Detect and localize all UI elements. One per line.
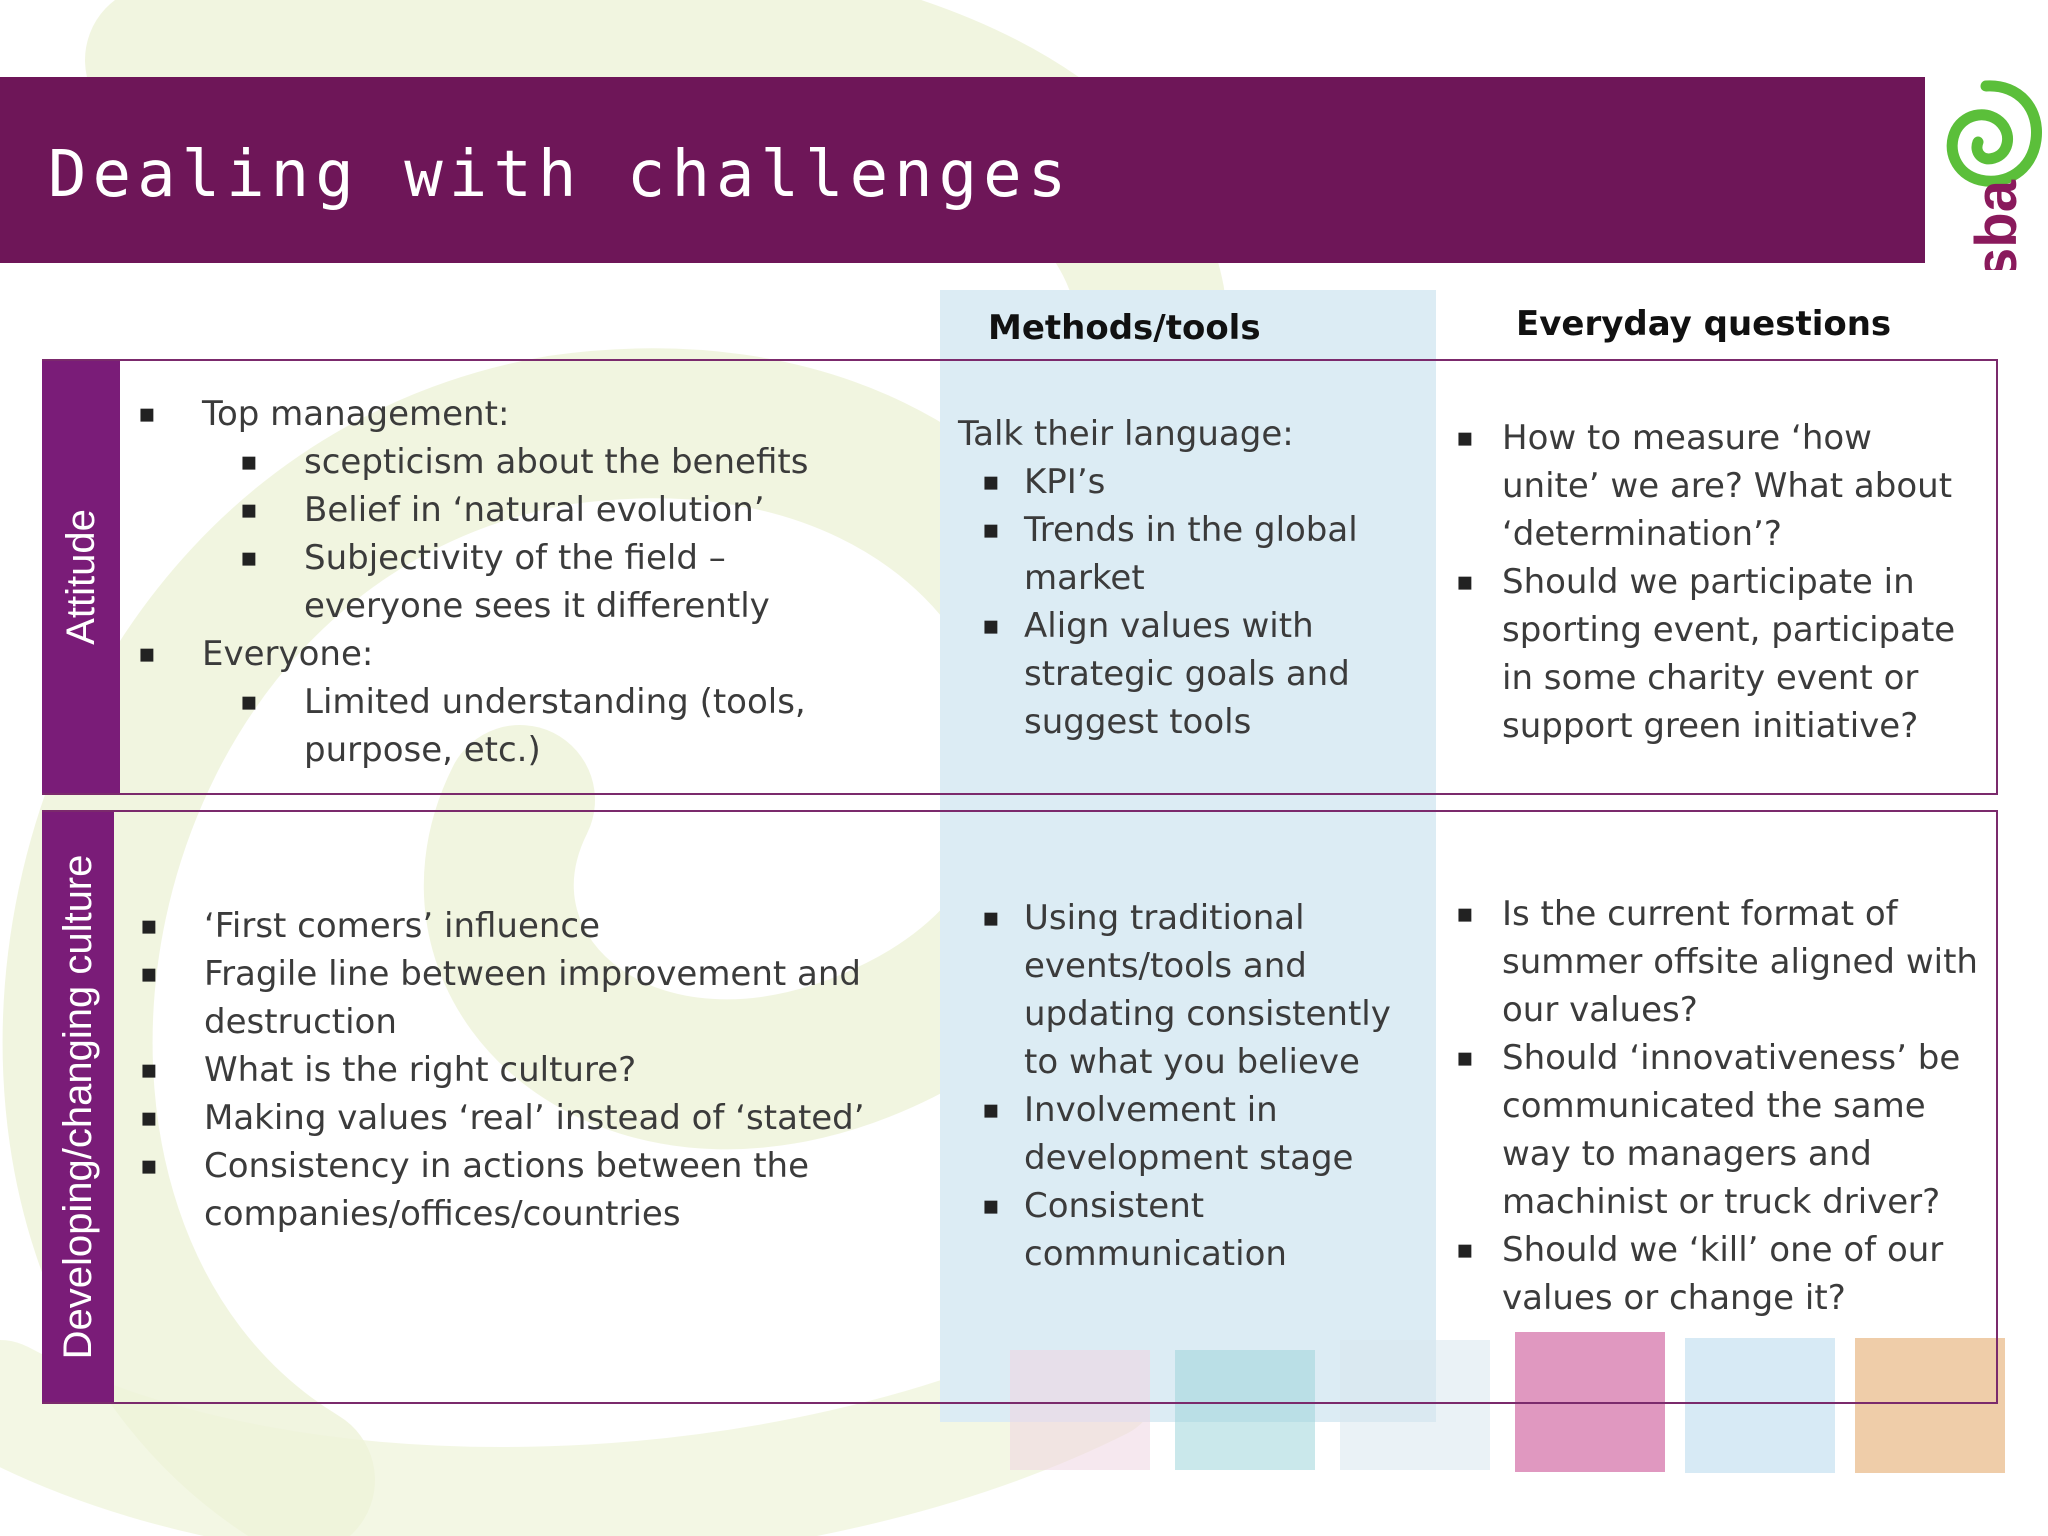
list-item: Should we participate in sporting event,…	[1440, 558, 1960, 750]
list-item: scepticism about the benefits	[138, 438, 938, 486]
list-item: Limited understanding (tools, purpose, e…	[138, 678, 944, 774]
attitude-challenges: Top management: scepticism about the ben…	[138, 390, 938, 774]
list-item: KPI’s	[958, 458, 1428, 506]
title-bar	[0, 77, 1925, 263]
list-item: Fragile line between improvement and des…	[140, 950, 904, 1046]
list-item: Everyone:	[138, 630, 938, 678]
methods-intro: Talk their language:	[958, 414, 1294, 454]
questions-header: Everyday questions	[1516, 304, 1892, 344]
list-item: Should we ‘kill’ one of our values or ch…	[1440, 1226, 1990, 1322]
value-cards-illustration	[1010, 1332, 2005, 1473]
list-item: Subjectivity of the field – everyone see…	[138, 534, 864, 630]
list-item: Using traditional events/tools and updat…	[958, 894, 1428, 1086]
sba-logo: sba	[1946, 80, 2042, 270]
list-item: ‘First comers’ influence	[140, 902, 920, 950]
list-item: Is the current format of summer offsite …	[1440, 890, 1990, 1034]
attitude-questions: How to measure ‘how unite’ we are? What …	[1440, 414, 1960, 750]
svg-text:sba: sba	[1964, 179, 2029, 270]
list-item: What is the right culture?	[140, 1046, 920, 1094]
list-item: Trends in the global market	[958, 506, 1428, 602]
attitude-methods: Talk their language: KPI’s Trends in the…	[958, 410, 1428, 746]
list-item: How to measure ‘how unite’ we are? What …	[1440, 414, 1960, 558]
list-item: Involvement in development stage	[958, 1086, 1428, 1182]
row-label-culture: Developing/changing culture	[56, 854, 100, 1360]
culture-challenges: ‘First comers’ influence Fragile line be…	[140, 902, 920, 1238]
methods-header: Methods/tools	[988, 308, 1261, 348]
culture-questions: Is the current format of summer offsite …	[1440, 890, 1990, 1322]
list-item: Belief in ‘natural evolution’	[138, 486, 938, 534]
list-item: Align values with strategic goals and su…	[958, 602, 1428, 746]
culture-methods: Using traditional events/tools and updat…	[958, 894, 1428, 1278]
row-label-band-attitude	[42, 361, 120, 793]
list-item: Should ‘innovativeness’ be communicated …	[1440, 1034, 1990, 1226]
list-item: Consistent communication	[958, 1182, 1428, 1278]
list-item: Top management:	[138, 390, 938, 438]
row-label-band-culture	[42, 812, 114, 1402]
list-item: Making values ‘real’ instead of ‘stated’	[140, 1094, 920, 1142]
row-label-attitude: Attitude	[59, 509, 103, 645]
list-item: Consistency in actions between the compa…	[140, 1142, 884, 1238]
slide-title: Dealing with challenges	[48, 138, 1073, 212]
